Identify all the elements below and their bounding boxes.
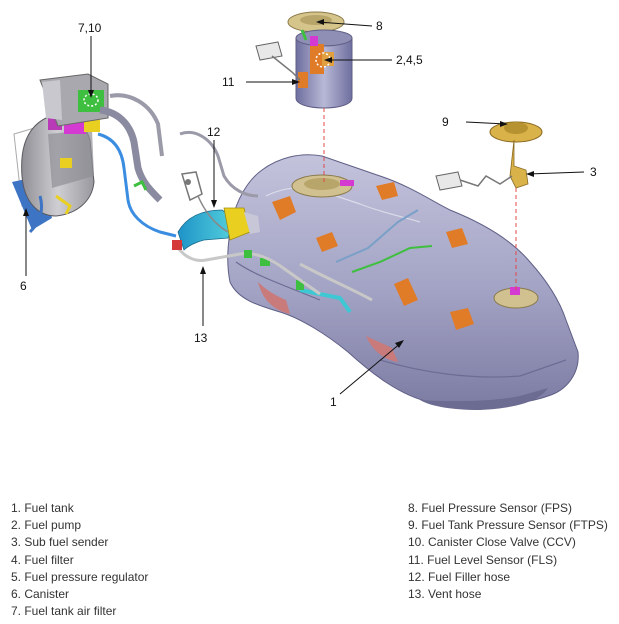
fuel-tank — [227, 154, 579, 410]
legend-right: 8. Fuel Pressure Sensor (FPS) 9. Fuel Ta… — [408, 500, 608, 603]
callout-7-10: 7,10 — [78, 21, 102, 35]
callout-2-4-5: 2,4,5 — [396, 53, 423, 67]
legend-item-sub-fuel-sender: 3. Sub fuel sender — [11, 535, 109, 550]
callout-1: 1 — [330, 395, 337, 409]
callout-9: 9 — [442, 115, 449, 129]
legend-item-fuel-filter: 4. Fuel filter — [11, 552, 74, 567]
leader-lines — [25, 21, 585, 395]
callout-6: 6 — [20, 279, 27, 293]
legend-left: 1. Fuel tank 2. Fuel pump 3. Sub fuel se… — [11, 500, 148, 620]
legend-item-fuel-pump: 2. Fuel pump — [11, 518, 82, 533]
legend-item-ccv: 10. Canister Close Valve (CCV) — [408, 535, 576, 550]
callout-3: 3 — [590, 165, 597, 179]
callout-11: 11 — [222, 75, 235, 89]
vent-hose — [172, 240, 321, 296]
callout-8: 8 — [376, 19, 383, 33]
legend-item-fuel-pressure-regulator: 5. Fuel pressure regulator — [11, 569, 149, 584]
callout-13: 13 — [194, 331, 208, 345]
fuel-system-diagram: 7,10 8 2,4,5 11 9 3 12 13 1 6 — [12, 11, 597, 410]
fuel-tank-air-filter — [39, 73, 109, 127]
canister — [12, 104, 100, 234]
legend-item-fuel-tank-air-filter: 7. Fuel tank air filter — [11, 604, 117, 619]
legend-item-fls: 11. Fuel Level Sensor (FLS) — [408, 552, 558, 567]
legend-item-canister: 6. Canister — [11, 587, 70, 602]
sub-fuel-sender — [435, 121, 543, 191]
legend-item-fps: 8. Fuel Pressure Sensor (FPS) — [408, 501, 573, 515]
legend-item-fuel-filler-hose: 12. Fuel Filler hose — [408, 569, 511, 584]
leader-arrowheads — [23, 19, 534, 348]
legend-item-vent-hose: 13. Vent hose — [408, 587, 482, 602]
fuel-filler-hose — [177, 207, 260, 251]
callout-12: 12 — [207, 125, 221, 139]
fuel-level-sensor — [255, 41, 301, 81]
legend-item-fuel-tank: 1. Fuel tank — [11, 501, 74, 515]
legend-item-ftps: 9. Fuel Tank Pressure Sensor (FTPS) — [408, 518, 608, 533]
